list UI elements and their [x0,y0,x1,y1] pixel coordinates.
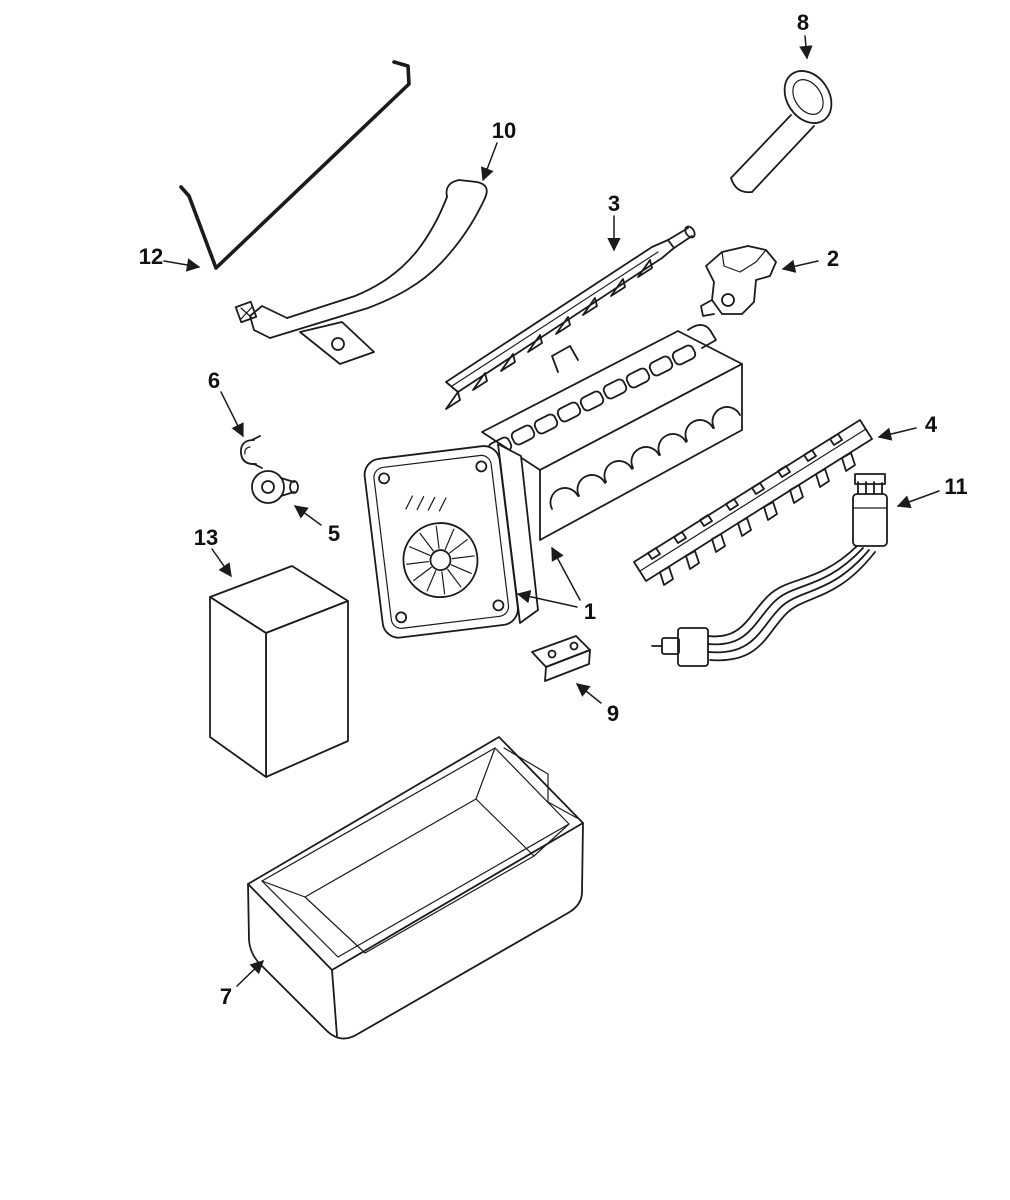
part-10-fill-tube-assembly-drawing [234,179,488,365]
leader-line-4 [877,427,917,441]
part-11-wiring-harness-drawing [651,473,888,667]
part-label-2: 2 [827,246,839,271]
part-7-ice-bin-drawing [247,736,584,1040]
stripper-teeth [659,452,856,586]
part-1-ice-maker-assembly-drawing [363,324,743,639]
part-labels: 1 2 3 4 5 6 7 8 9 10 11 12 13 [139,10,968,1009]
ejector-teeth [445,259,653,410]
leader-line-11 [896,490,940,509]
leader-line-12 [163,258,201,272]
leader-line-2 [781,259,819,273]
part-label-1: 1 [584,599,596,624]
leader-line-13 [211,548,232,578]
fan-rosette [402,522,479,598]
leader-line-10 [480,142,498,182]
leader-line-1b [516,590,578,608]
part-4-stripper-comb-drawing [633,419,873,586]
part-12-wire-shutoff-arm-drawing [179,60,411,270]
part-label-4: 4 [925,412,938,437]
part-label-13: 13 [194,525,218,550]
part-label-11: 11 [944,474,967,499]
part-label-8: 8 [797,10,809,35]
part-label-7: 7 [220,984,232,1009]
part-label-12: 12 [139,244,163,269]
part-13-cover-box-drawing [209,565,349,778]
icemaker-front-plate [363,445,519,639]
leader-line-7 [236,960,264,987]
part-5-knob-drawing [251,470,299,504]
part-8-fill-tube-drawing [730,70,833,194]
stripper-top-notches [647,433,843,560]
harness-plug [677,627,709,667]
harness-connector [852,493,888,547]
part-9-bracket-drawing [531,635,591,682]
leader-line-1a [551,546,581,601]
part-label-3: 3 [608,191,620,216]
mold-side-crescents [549,406,741,510]
bin-body [247,822,584,1040]
bin-rim-outer [247,736,584,971]
part-2-mounting-bracket-drawing [700,245,777,317]
leader-line-6 [220,391,244,438]
leader-lines [163,35,940,987]
leader-line-5 [293,505,322,526]
part-label-5: 5 [328,521,340,546]
part-6-retaining-clip-drawing [240,435,263,469]
leader-line-9 [575,683,602,704]
fill-tube-flange [783,70,833,124]
part-label-6: 6 [208,368,220,393]
leader-line-8 [799,35,813,60]
part-3-ejector-blade-drawing [445,225,696,410]
part-label-9: 9 [607,701,619,726]
part-label-10: 10 [492,118,516,143]
mounting-hole [331,337,345,351]
